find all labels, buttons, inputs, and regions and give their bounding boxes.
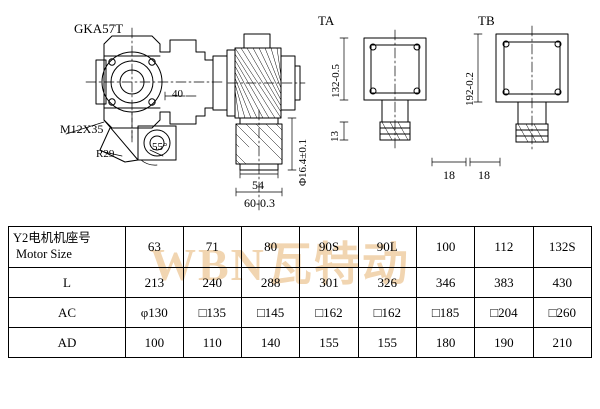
view-label-gka57t: GKA57T <box>74 21 124 36</box>
table-row: AC φ130 □135 □145 □162 □162 □185 □204 □2… <box>8 297 593 328</box>
row-header-ad: AD <box>8 327 126 358</box>
cell: □162 <box>299 297 359 328</box>
cell: 112 <box>474 226 534 268</box>
table-row: Y2电机机座号 Motor Size 63 71 80 90S 90L 100 … <box>8 226 593 268</box>
motor-size-table: Y2电机机座号 Motor Size 63 71 80 90S 90L 100 … <box>8 226 593 358</box>
cell: 140 <box>240 327 301 358</box>
dim-label-55-degrees: 55° <box>152 141 168 153</box>
cell: 110 <box>182 327 242 358</box>
dim-label-192: 192-0.2 <box>464 72 476 106</box>
cell: 190 <box>474 327 534 358</box>
cell: φ130 <box>125 297 184 328</box>
dim-label-r29: R29 <box>96 148 115 160</box>
row-header-line2: Motor Size <box>16 247 72 261</box>
cell: 100 <box>415 226 476 268</box>
cell: 430 <box>532 267 593 298</box>
cell: 100 <box>125 327 184 358</box>
cell: 210 <box>532 327 593 358</box>
cell: 90S <box>299 226 359 268</box>
cell: 63 <box>125 226 184 268</box>
cell: 240 <box>182 267 242 298</box>
cell: □162 <box>357 297 417 328</box>
cell: 180 <box>415 327 476 358</box>
cell: 383 <box>474 267 534 298</box>
cell: □135 <box>182 297 242 328</box>
dim-label-phi-16-4: Φ16.4±0.1 <box>297 138 309 186</box>
cell: 71 <box>182 226 242 268</box>
view-label-tb: TB <box>478 13 495 28</box>
cell: 301 <box>299 267 359 298</box>
cell: □260 <box>532 297 593 328</box>
cell: 346 <box>415 267 476 298</box>
dim-label-13: 13 <box>329 131 341 142</box>
cell: □204 <box>474 297 534 328</box>
row-header-line1: Y2电机机座号 <box>13 231 91 246</box>
row-header-ac: AC <box>8 297 126 328</box>
cell: 155 <box>299 327 359 358</box>
dim-label-60: 60-0.3 <box>244 196 275 210</box>
cell: □145 <box>240 297 301 328</box>
table-row: L 213 240 288 301 326 346 383 430 <box>8 267 593 298</box>
row-header-motor-size: Y2电机机座号 Motor Size <box>8 226 126 268</box>
table-row: AD 100 110 140 155 155 180 190 210 <box>8 327 593 358</box>
view-label-ta: TA <box>318 13 335 28</box>
cell: 213 <box>125 267 184 298</box>
cell: 155 <box>357 327 417 358</box>
cell: 80 <box>240 226 301 268</box>
dim-label-54: 54 <box>252 178 264 192</box>
dim-label-18-b: 18 <box>478 168 490 182</box>
row-header-l: L <box>8 267 126 298</box>
cell: □185 <box>415 297 476 328</box>
dim-label-132: 132-0.5 <box>330 64 342 98</box>
dim-label-18-a: 18 <box>443 168 455 182</box>
cell: 326 <box>357 267 417 298</box>
dim-label-m12x35: M12X35 <box>60 122 104 136</box>
dim-label-40: 40 <box>172 88 183 100</box>
cell: 132S <box>532 226 593 268</box>
cell: 90L <box>357 226 417 268</box>
cell: 288 <box>240 267 301 298</box>
